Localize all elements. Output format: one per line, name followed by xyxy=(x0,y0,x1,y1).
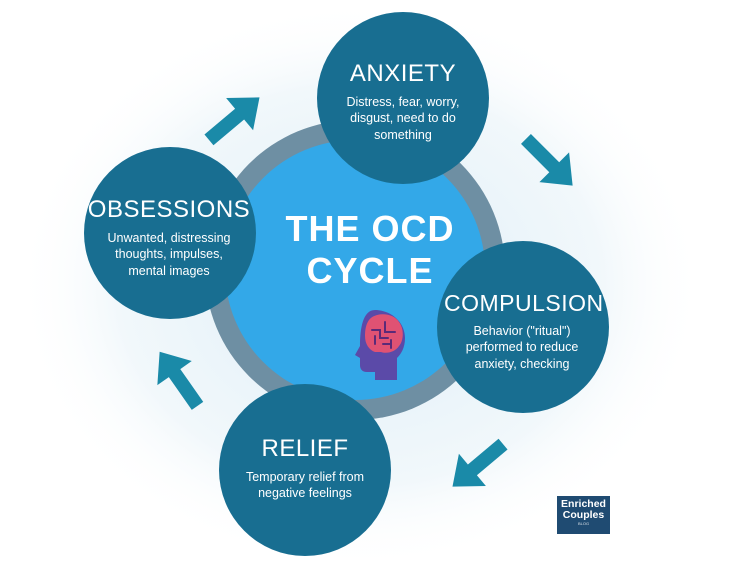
node-description-line: performed to reduce xyxy=(465,340,579,355)
logo-tagline: BLOG xyxy=(577,521,590,526)
enriched-couples-logo: Enriched Couples BLOG xyxy=(557,496,610,534)
node-description: Distress, fear, worry, disgust, need to … xyxy=(318,94,488,143)
node-description: Temporary relief from negative feelings xyxy=(220,469,390,502)
arrow-compulsion-to-relief xyxy=(452,438,508,487)
node-compulsion: COMPULSION Behavior ("ritual") performed… xyxy=(444,290,604,372)
brain-shape xyxy=(365,314,403,353)
node-obsessions: OBSESSIONS Unwanted, distressing thought… xyxy=(84,198,254,279)
arrow-relief-to-obsessions xyxy=(157,351,204,410)
node-description-line: anxiety, checking xyxy=(474,356,570,371)
logo-line-2: Couples xyxy=(562,509,605,521)
node-anxiety: ANXIETY Distress, fear, worry, disgust, … xyxy=(318,62,488,143)
node-description-line: something xyxy=(374,127,432,142)
node-description: Unwanted, distressing thoughts, impulses… xyxy=(84,230,254,279)
diagram-title: THE OCD CYCLE xyxy=(270,208,470,293)
logo-line-1: Enriched xyxy=(561,498,606,510)
node-description-line: disgust, need to do xyxy=(350,111,456,126)
center-circle xyxy=(225,140,485,400)
node-description-line: Distress, fear, worry, xyxy=(346,95,460,109)
node-description-line: mental images xyxy=(128,263,210,278)
obsessions-circle xyxy=(84,147,256,319)
brain-maze-lines xyxy=(371,321,396,349)
node-title: RELIEF xyxy=(261,435,349,462)
node-title: COMPULSION xyxy=(444,290,604,316)
node-title: OBSESSIONS xyxy=(87,196,251,223)
anxiety-circle xyxy=(317,12,489,184)
node-title: ANXIETY xyxy=(349,60,457,87)
title-line-2: CYCLE xyxy=(306,250,434,292)
arrow-obsessions-to-anxiety xyxy=(204,97,260,146)
compulsion-circle xyxy=(437,241,609,413)
title-line-1: THE OCD xyxy=(285,208,455,249)
node-relief: RELIEF Temporary relief from negative fe… xyxy=(220,437,390,502)
arrow-anxiety-to-compulsion xyxy=(521,134,573,186)
node-description-line: Behavior ("ritual") xyxy=(473,324,571,338)
node-description-line: thoughts, impulses, xyxy=(115,247,223,262)
node-description: Behavior ("ritual") performed to reduce … xyxy=(444,323,600,372)
node-description-line: Temporary relief from xyxy=(245,470,365,484)
head-brain-icon xyxy=(355,310,405,380)
relief-circle xyxy=(219,384,391,556)
node-description-line: negative feelings xyxy=(258,486,352,501)
node-description-line: Unwanted, distressing xyxy=(107,231,231,245)
